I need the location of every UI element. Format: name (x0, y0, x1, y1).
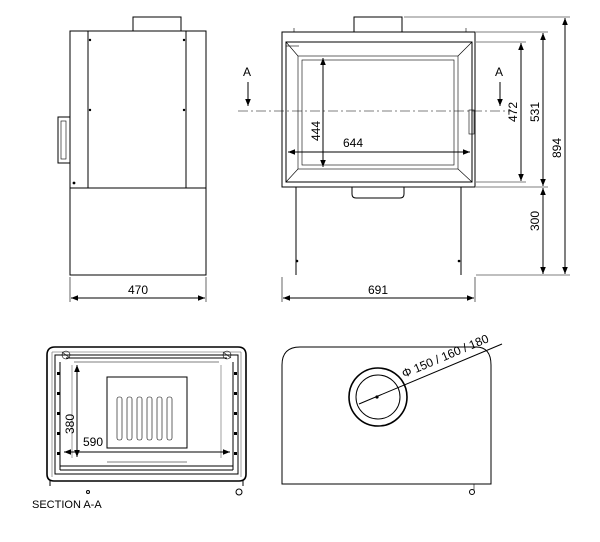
section-dimensions: 380 590 (63, 365, 230, 457)
dim-firebox-height: 531 (528, 102, 542, 122)
section-caption: SECTION A-A (32, 499, 102, 511)
flue-diameter-label: Φ 150 / 160 / 180 (400, 331, 491, 380)
dim-glass-width: 644 (343, 136, 363, 150)
section-marker-left: A (243, 65, 251, 79)
dimension-lines: 470 691 644 444 472 531 894 300 (69, 16, 570, 302)
front-view (281, 16, 476, 275)
dim-total-height: 894 (550, 138, 564, 158)
dim-front-width: 691 (368, 283, 388, 297)
section-line-aa: A A (238, 65, 512, 112)
dim-door-height: 472 (506, 102, 520, 122)
dim-section-depth: 380 (63, 414, 77, 434)
side-view (57, 16, 207, 276)
dim-glass-height: 444 (309, 121, 323, 141)
top-view: Φ 150 / 160 / 180 (281, 331, 503, 495)
section-marker-right: A (495, 65, 503, 79)
dim-side-width: 470 (128, 283, 148, 297)
section-aa-view (46, 346, 247, 496)
dim-section-width: 590 (83, 435, 103, 449)
dim-base-height: 300 (528, 211, 542, 231)
